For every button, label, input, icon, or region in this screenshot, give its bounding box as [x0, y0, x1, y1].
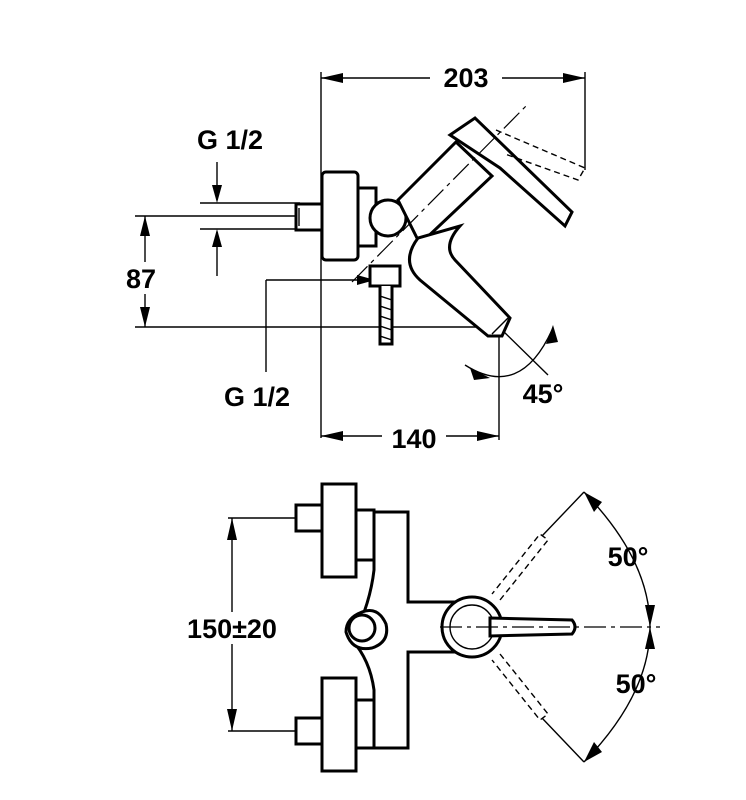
dimension-inlet-spacing: 150±20	[170, 517, 300, 732]
top-inlet-lower	[294, 676, 376, 773]
outlet-thread-dimension: G 1/2	[224, 275, 375, 412]
spout-height-label: 87	[126, 264, 156, 294]
top-view: 150±20	[170, 482, 660, 773]
top-main-body	[344, 510, 660, 750]
swivel-angle-label: 45°	[523, 379, 564, 409]
inlet-thread-label: G 1/2	[197, 125, 263, 155]
overall-length-label: 203	[443, 63, 488, 93]
dimension-140: 140	[321, 336, 500, 454]
dimension-87: 87	[118, 215, 495, 328]
inlet-thread-dimension: G 1/2	[197, 125, 300, 276]
lever-angle-down-label: 50°	[616, 669, 657, 699]
top-inlet-upper	[294, 482, 376, 579]
spout-projection-label: 140	[391, 424, 436, 454]
side-view: 203 G 1/2 87 G 1/2	[118, 62, 587, 454]
outlet-thread-label: G 1/2	[224, 382, 290, 412]
dimension-203: 203	[320, 62, 586, 438]
faucet-side-body	[294, 103, 587, 346]
spout-swivel-angle: 45°	[464, 325, 564, 409]
lever-angle-arcs: 50° 50°	[541, 491, 657, 763]
inlet-spacing-label: 150±20	[187, 614, 277, 644]
lever-angle-up-label: 50°	[608, 542, 649, 572]
